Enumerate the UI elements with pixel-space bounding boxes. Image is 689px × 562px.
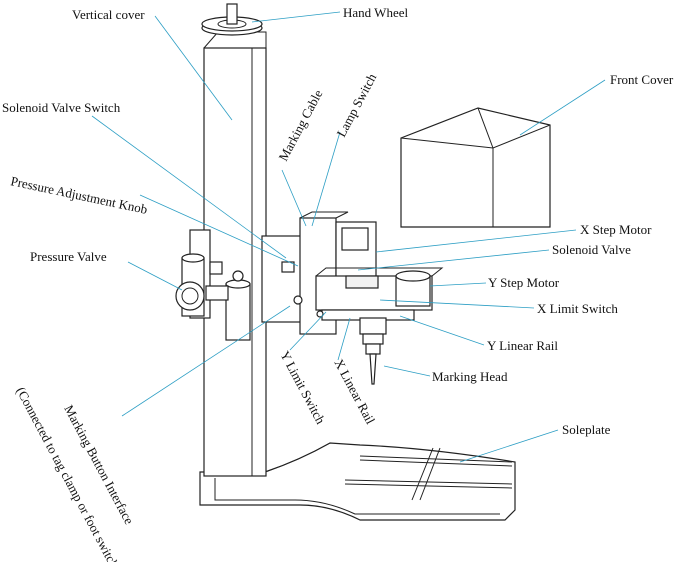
front-cover-drawing	[400, 107, 551, 228]
label-marking-button-interface: Marking Button Interface	[61, 402, 137, 527]
label-marking-head: Marking Head	[432, 369, 508, 384]
label-marking-cable: Marking Cable	[275, 87, 325, 163]
label-pressure-adjustment-knob: Pressure Adjustment Knob	[9, 173, 148, 217]
label-pressure-valve: Pressure Valve	[30, 249, 107, 264]
hand-wheel-drawing	[201, 3, 263, 36]
soleplate-drawing	[199, 442, 516, 521]
leader-lines	[91, 11, 606, 463]
label-vertical-cover: Vertical cover	[72, 7, 145, 22]
label-soleplate: Soleplate	[562, 422, 611, 437]
label-x-limit-switch: X Limit Switch	[537, 301, 618, 316]
label-solenoid-valve-switch: Solenoid Valve Switch	[2, 100, 121, 115]
pressure-valve-drawing	[175, 229, 251, 341]
label-y-step-motor: Y Step Motor	[488, 275, 560, 290]
label-hand-wheel: Hand Wheel	[343, 5, 408, 20]
vertical-column	[203, 31, 267, 477]
label-x-step-motor: X Step Motor	[580, 222, 652, 237]
carriage-drawing	[261, 211, 444, 385]
label-y-limit-switch: Y Limit Switch	[277, 348, 328, 426]
label-front-cover: Front Cover	[610, 72, 674, 87]
label-solenoid-valve: Solenoid Valve	[552, 242, 631, 257]
label-y-linear-rail: Y Linear Rail	[487, 338, 558, 353]
label-lamp-switch: Lamp Switch	[333, 70, 379, 139]
